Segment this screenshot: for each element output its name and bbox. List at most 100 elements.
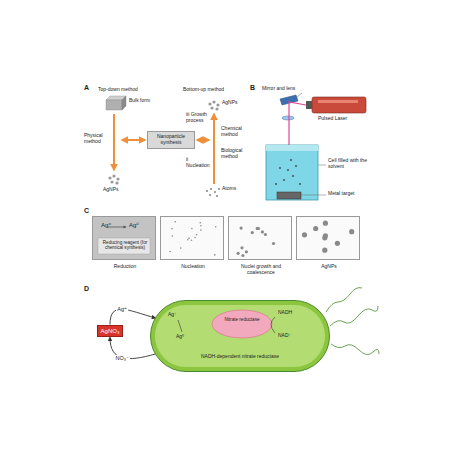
stage-panel-fill — [160, 216, 224, 260]
nanoparticle-cluster — [108, 176, 111, 179]
nanoparticle-cluster — [208, 102, 211, 105]
particle-dot — [241, 254, 244, 257]
node-text: AgNPs — [297, 264, 361, 270]
nanoparticle-cluster — [108, 100, 219, 184]
stage-panel: AgNPs — [296, 216, 360, 260]
leader-line — [318, 165, 326, 166]
solvent-cell — [266, 145, 318, 200]
atom-dots — [214, 191, 216, 193]
solvent-cell — [277, 192, 301, 199]
node-text: NADH-dependent nitrate reductase — [185, 354, 295, 360]
nanoparticle-cluster — [112, 174, 115, 177]
particle-dot — [188, 237, 190, 239]
nanoparticle-cluster — [215, 107, 218, 110]
node-text: Ag⁺ — [168, 312, 177, 318]
atom-dots — [206, 188, 220, 197]
particle-dot — [323, 221, 328, 226]
ablated-particles — [279, 167, 281, 169]
annotation-label: Cell filled with the solvent — [328, 158, 370, 170]
node-text: Nuclei growth and coalescence — [229, 264, 293, 276]
particle-dot — [237, 252, 240, 255]
annotation-label: Chemical method — [221, 126, 249, 138]
flagellum — [330, 306, 378, 326]
particle-dot — [171, 228, 173, 230]
process-arrow — [197, 139, 209, 141]
particle-dot — [196, 234, 198, 236]
particle-dot — [199, 222, 201, 224]
cell-wall — [151, 301, 330, 372]
node-text: Nucleation — [161, 264, 225, 270]
reagent-box: AgNO₃ — [97, 325, 124, 338]
particle-dot — [323, 233, 328, 238]
reaction-arrow — [271, 317, 275, 333]
particle-dot — [191, 228, 193, 230]
atom-dots — [218, 188, 220, 190]
stage-panel-fill — [92, 216, 360, 260]
nanoparticle-cluster — [116, 177, 119, 180]
node-text: Ag⁰ — [176, 334, 184, 340]
leader-line — [296, 93, 326, 195]
process-arrow — [114, 114, 214, 184]
laser-device — [312, 97, 366, 113]
particle-dot — [261, 230, 264, 233]
ablated-particles — [290, 159, 292, 161]
annotation-label: AgNPs — [103, 187, 119, 193]
process-arrow — [213, 114, 215, 184]
solvent-cell — [266, 145, 318, 151]
solvent-cell — [266, 145, 318, 200]
nanoparticle-cluster — [216, 103, 219, 106]
ablated-particles — [292, 175, 294, 177]
reaction-arrow — [178, 320, 182, 332]
annotation-label: AgNPs — [222, 100, 238, 106]
particle-dot — [272, 242, 275, 245]
annotation-label: Bulk form — [129, 98, 150, 104]
nucleoid — [212, 310, 272, 338]
ablated-particles — [287, 169, 289, 171]
flagellum — [331, 344, 379, 355]
particle-dot — [191, 239, 193, 241]
particle-dot — [313, 226, 318, 231]
annotation-label: Bottom-up method — [183, 87, 224, 93]
node-text: Reduction — [93, 264, 157, 270]
particle-dot — [245, 250, 248, 253]
particle-dot — [322, 248, 327, 253]
ablated-particles — [275, 183, 277, 185]
atom-dots — [210, 188, 212, 190]
nanoparticle-cluster — [115, 181, 118, 184]
ablated-particles — [295, 165, 297, 167]
process-arrow — [113, 114, 115, 170]
node-text: Ag⁺ — [101, 222, 112, 229]
particle-dot — [302, 232, 307, 237]
node-text: NAD⁺ — [278, 333, 291, 339]
panel-letter: B — [250, 84, 255, 92]
mirror-lens — [282, 116, 294, 120]
ablated-particles — [283, 179, 285, 181]
particle-dot — [200, 229, 202, 231]
particle-dot — [187, 239, 189, 241]
laser-device — [306, 101, 312, 109]
particle-dot — [180, 247, 182, 249]
annotation-label: Pulsed Laser — [318, 116, 347, 122]
bulk-block — [122, 96, 126, 110]
node-text: NADH — [278, 310, 292, 316]
particle-dot — [264, 233, 267, 236]
nanoparticle-cluster — [212, 100, 215, 103]
stage-panel-fill — [228, 216, 292, 260]
node-text: Reducing reagent (for chemical synthesis… — [97, 240, 153, 251]
panel-letter: D — [84, 285, 89, 293]
particle-dot — [240, 246, 243, 249]
particle-dot — [214, 254, 216, 256]
particle-dot — [335, 241, 340, 246]
laser-device — [306, 97, 366, 113]
atom-dots — [209, 194, 211, 196]
edge-label: Ag⁺ — [116, 306, 128, 312]
particle-dot — [257, 227, 260, 230]
process-box: Nanoparticle synthesis — [147, 131, 195, 149]
annotation-label: Biological method — [221, 148, 249, 160]
flagellum — [326, 288, 362, 312]
annotation-label: Mirror and lens — [262, 86, 295, 92]
cytoplasm — [155, 305, 325, 367]
nanoparticle-cluster — [210, 106, 213, 109]
bulk-block — [106, 96, 126, 110]
